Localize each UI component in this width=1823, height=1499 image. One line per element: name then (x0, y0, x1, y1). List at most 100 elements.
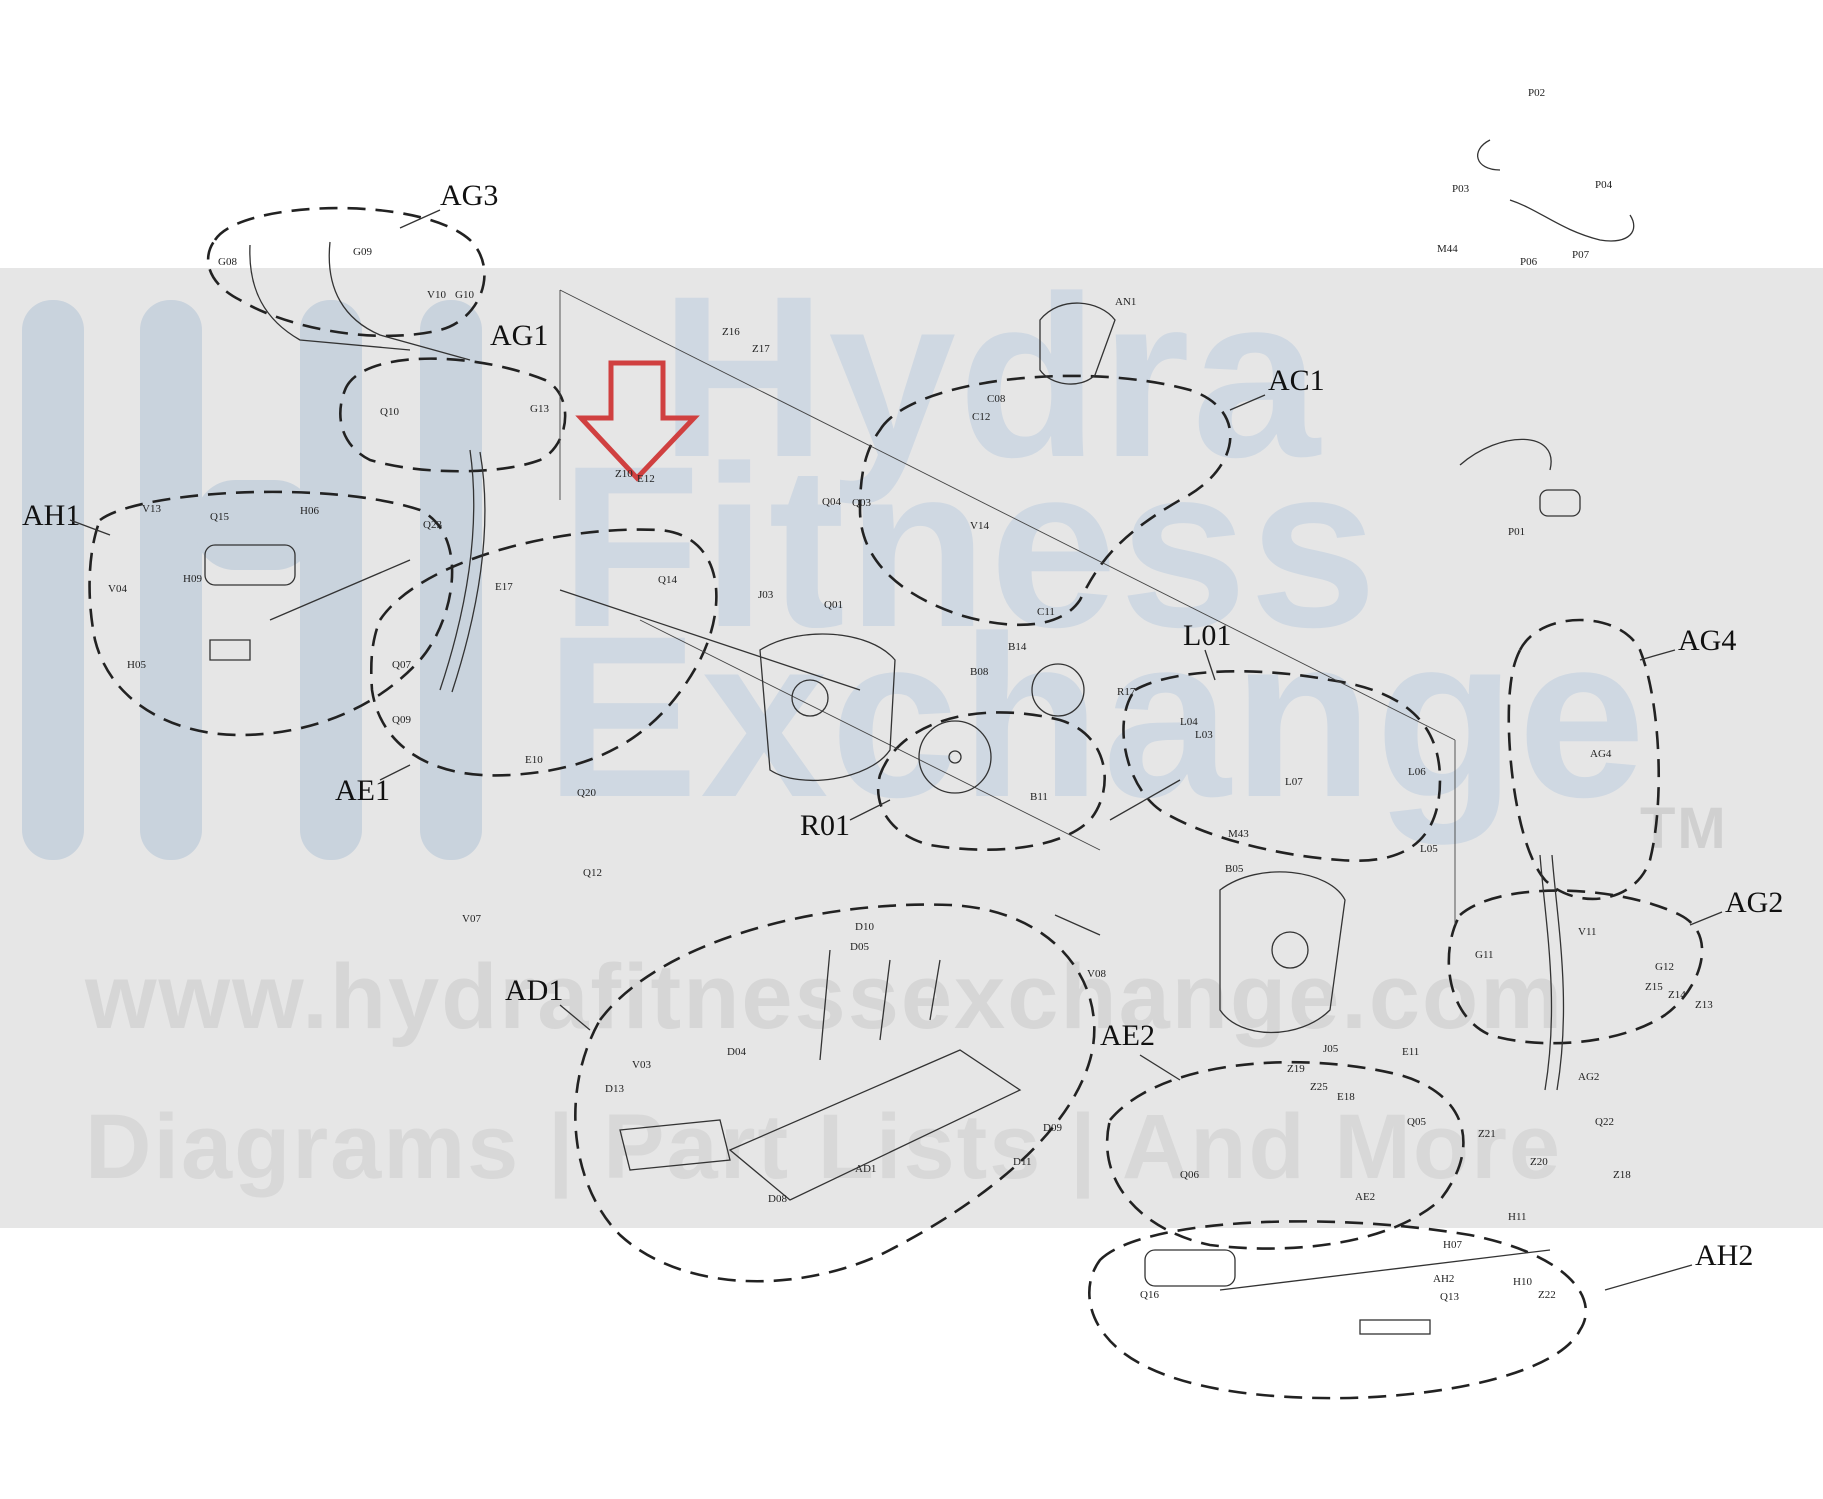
part-label: AH2 (1433, 1273, 1454, 1285)
construction-lines (439, 289, 1565, 1091)
group-label-ae2: AE2 (1100, 1019, 1155, 1052)
console-an1 (1039, 302, 1116, 385)
pedal-ah1 (204, 544, 411, 661)
part-label: Q15 (210, 511, 229, 523)
group-outline-ah1 (88, 490, 454, 737)
group-outline-ae2 (1105, 1060, 1465, 1250)
part-label: P06 (1520, 256, 1538, 268)
group-label-ag2: AG2 (1725, 886, 1783, 919)
group-label-ag1: AG1 (490, 319, 548, 352)
pedal-ah2 (1144, 1249, 1551, 1335)
handlebar-ag3 (249, 241, 471, 361)
part-label: B14 (1008, 641, 1027, 653)
part-label: P01 (1508, 526, 1525, 538)
watermark-brand-line1: Hydra (660, 248, 1322, 505)
part-label: D08 (768, 1193, 787, 1205)
group-label-ad1: AD1 (505, 974, 563, 1007)
part-label: H09 (183, 573, 202, 585)
flywheel-r01 (918, 663, 1085, 794)
part-label: L03 (1195, 729, 1213, 741)
callout-arrow (575, 360, 700, 482)
part-label: E11 (1402, 1046, 1419, 1058)
part-label: V14 (970, 520, 989, 532)
part-label: H10 (1513, 1276, 1532, 1288)
watermark-url: www.hydrafitnessexchange.com (85, 946, 1565, 1048)
part-label: M43 (1228, 828, 1249, 840)
part-label: B11 (1030, 791, 1048, 803)
part-label: G10 (455, 289, 474, 301)
group-outline-ag1 (339, 357, 567, 473)
part-label: Z10 (615, 468, 633, 480)
part-label: J03 (758, 589, 774, 601)
part-label: H07 (1443, 1239, 1462, 1251)
part-label: Q07 (392, 659, 411, 671)
group-label-ah1: AH1 (22, 499, 80, 532)
part-label: P02 (1528, 87, 1545, 99)
part-label: Q03 (852, 497, 871, 509)
group-label-ag3: AG3 (440, 179, 498, 212)
part-label: V13 (142, 503, 161, 515)
part-label: H05 (127, 659, 146, 671)
group-label-ag4: AG4 (1678, 624, 1736, 657)
part-label: Q20 (577, 787, 596, 799)
watermark-tagline: Diagrams | Part Lists | And More (85, 1096, 1563, 1198)
watermark-emblem (22, 300, 482, 860)
base-ad1 (619, 949, 1022, 1201)
part-labels: P02 P03 P04 M44 P06 P07 AN1 Z16 Z17 Z10 … (108, 87, 1713, 1303)
part-label: B08 (970, 666, 989, 678)
part-label: Z17 (752, 343, 770, 355)
part-label: Z14 (1668, 989, 1686, 1001)
part-label: R17 (1117, 686, 1136, 698)
part-label: H11 (1508, 1211, 1527, 1223)
part-label: Q09 (392, 714, 411, 726)
part-label: C12 (972, 411, 990, 423)
shroud-right (1219, 871, 1346, 1034)
group-labels: AG3 AG1 AH1 AE1 AC1 R01 L01 AG4 AG2 AD1 … (22, 179, 1783, 1291)
part-label: Q22 (1595, 1116, 1614, 1128)
group-outline-r01 (876, 711, 1106, 851)
watermark-brand-line3: Exchange (545, 588, 1648, 845)
part-label: M44 (1437, 243, 1458, 255)
part-label: D04 (727, 1046, 746, 1058)
part-label: E10 (525, 754, 543, 766)
part-label: L06 (1408, 766, 1426, 778)
group-label-l01: L01 (1183, 619, 1231, 652)
part-label: D13 (605, 1083, 624, 1095)
part-label: E17 (495, 581, 513, 593)
group-outline-ae1 (369, 528, 718, 777)
part-label: V10 (427, 289, 446, 301)
part-label: Z16 (722, 326, 740, 338)
part-label: Q16 (1140, 1289, 1159, 1301)
part-label: E18 (1337, 1091, 1355, 1103)
part-label: L05 (1420, 843, 1438, 855)
part-label: AN1 (1115, 296, 1136, 308)
part-label: Z13 (1695, 999, 1713, 1011)
part-label: Q13 (1440, 1291, 1459, 1303)
part-label: V03 (632, 1059, 651, 1071)
part-label: D10 (855, 921, 874, 933)
part-label: Z20 (1530, 1156, 1548, 1168)
group-label-r01: R01 (800, 809, 850, 842)
group-outline-ag4 (1507, 618, 1661, 901)
part-label: V08 (1087, 968, 1106, 980)
part-label: L04 (1180, 716, 1198, 728)
part-label: B05 (1225, 863, 1244, 875)
group-outline-ag2 (1447, 889, 1704, 1045)
part-label: G08 (218, 256, 237, 268)
part-label: P04 (1595, 179, 1613, 191)
part-label: Z19 (1287, 1063, 1305, 1075)
part-label: Q05 (1407, 1116, 1426, 1128)
part-label: AE2 (1355, 1191, 1375, 1203)
part-label: AG2 (1578, 1071, 1599, 1083)
part-label: Q14 (658, 574, 677, 586)
part-label: E12 (637, 473, 655, 485)
part-label: P07 (1572, 249, 1590, 261)
part-label: H06 (300, 505, 319, 517)
part-label: AG4 (1590, 748, 1612, 760)
watermark-brand-line2: Fitness (560, 418, 1380, 675)
part-label: D11 (1013, 1156, 1032, 1168)
part-label: Z18 (1613, 1169, 1631, 1181)
part-label: Z25 (1310, 1081, 1328, 1093)
group-label-ah2: AH2 (1695, 1239, 1753, 1272)
